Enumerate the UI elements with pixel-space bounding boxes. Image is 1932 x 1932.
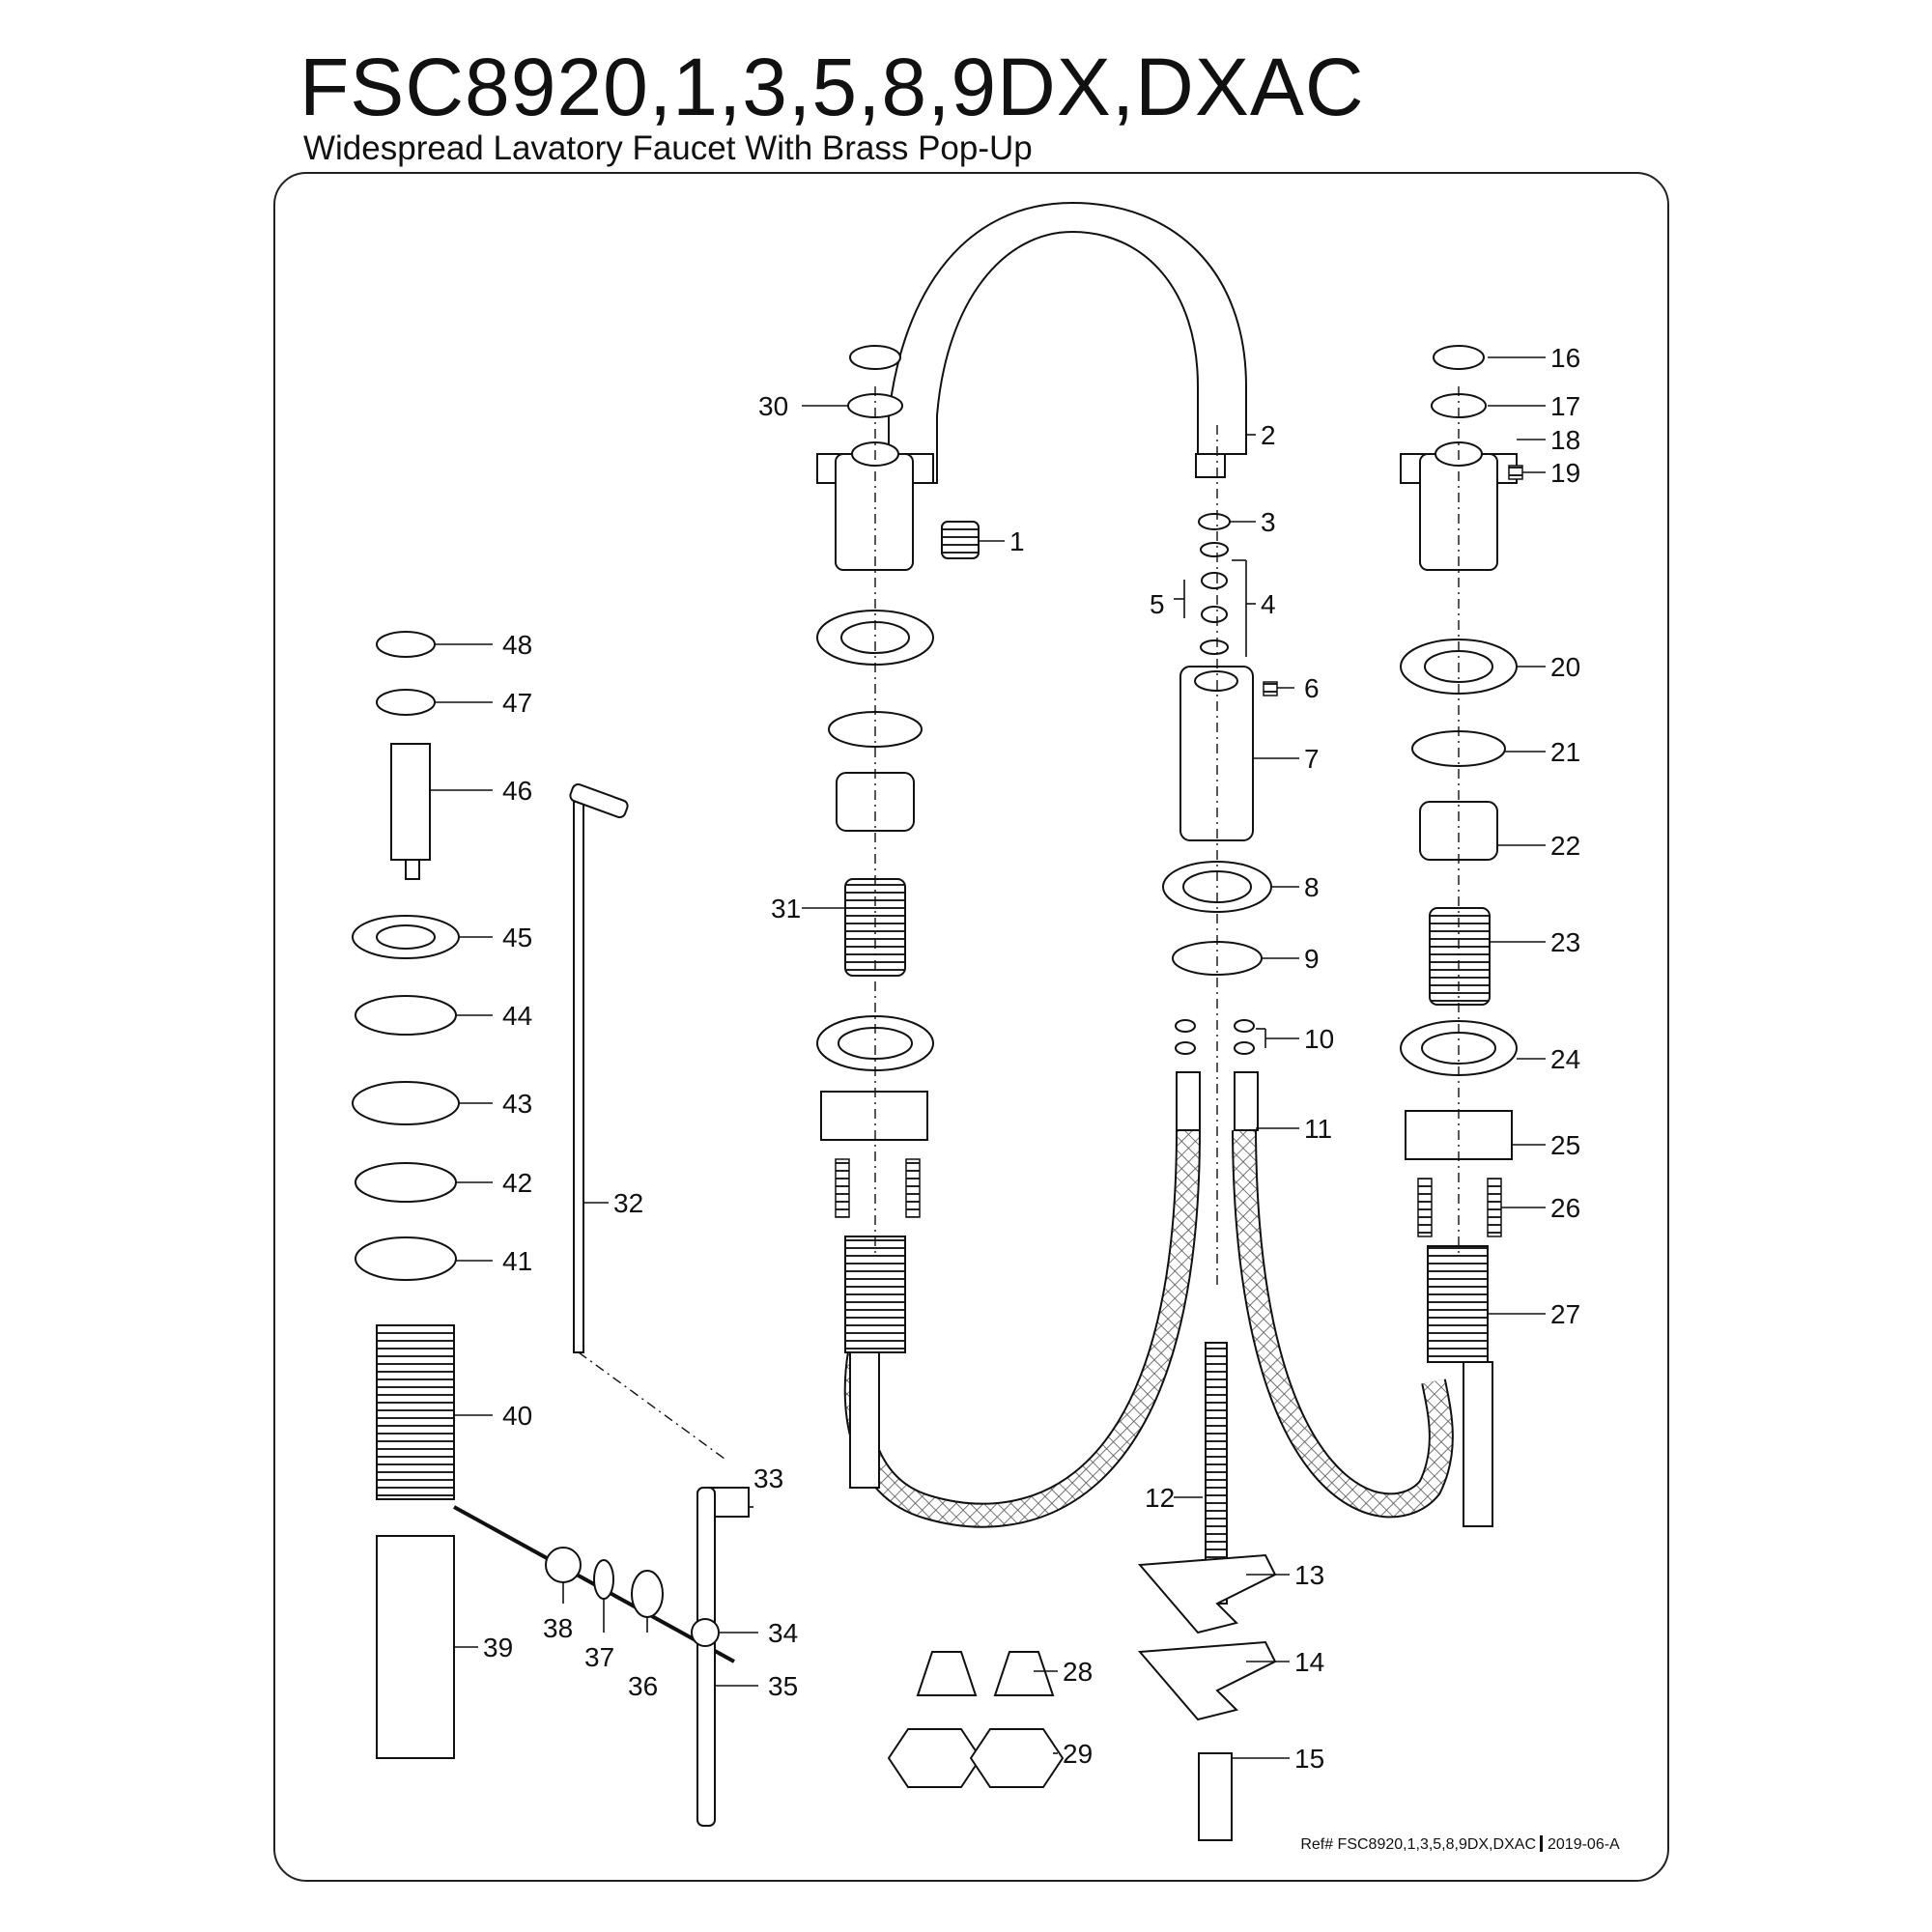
callout-15: 15 [1294, 1744, 1324, 1774]
callout-43: 43 [502, 1089, 532, 1119]
footer-reference: Ref# FSC8920,1,3,5,8,9DX,DXAC 2019-06-A [1300, 1835, 1620, 1853]
lift-rod-part-32 [573, 801, 584, 1353]
bonnet-nut-part-22 [1419, 801, 1498, 861]
o-ring-part-10 [1175, 1019, 1196, 1033]
ferrule-part-28 [916, 1651, 978, 1696]
callout-6: 6 [1304, 673, 1320, 703]
callout-17: 17 [1550, 391, 1580, 421]
callout-19: 19 [1550, 458, 1580, 488]
callout-36: 36 [628, 1671, 658, 1701]
callout-1: 1 [1009, 526, 1025, 556]
callout-39: 39 [483, 1633, 513, 1662]
o-ring-part-3 [1198, 513, 1231, 530]
washer-part-42 [355, 1162, 457, 1203]
callout-46: 46 [502, 776, 532, 806]
spring-clip-part-34 [691, 1618, 720, 1647]
hose-right-part-11 [1232, 1129, 1454, 1519]
callout-18: 18 [1550, 425, 1580, 455]
callout-13: 13 [1294, 1560, 1324, 1590]
popup-drain-assembly [352, 631, 750, 1827]
gasket-part-44 [355, 995, 457, 1036]
callout-4: 4 [1261, 589, 1276, 619]
diagram-subtitle: Widespread Lavatory Faucet With Brass Po… [303, 129, 1033, 167]
callout-23: 23 [1550, 927, 1580, 957]
tailpiece-part-39 [376, 1535, 455, 1759]
callout-44: 44 [502, 1001, 532, 1031]
callout-27: 27 [1550, 1299, 1580, 1329]
valve-body-part-27 [1427, 1245, 1489, 1363]
callout-16: 16 [1550, 343, 1580, 373]
stopper-cap-part-48 [376, 631, 436, 658]
nut-part-41 [355, 1236, 457, 1281]
washer-part-43 [352, 1081, 460, 1125]
callout-34: 34 [768, 1618, 798, 1648]
callout-5: 5 [1150, 589, 1165, 619]
nut-part-36 [631, 1570, 664, 1618]
callout-24: 24 [1550, 1044, 1580, 1074]
callout-26: 26 [1550, 1193, 1580, 1223]
callout-41: 41 [502, 1246, 532, 1276]
callout-33: 33 [753, 1463, 783, 1493]
callout-48: 48 [502, 630, 532, 660]
callout-10: 10 [1304, 1024, 1334, 1054]
ref-date: 2019-06-A [1548, 1836, 1620, 1853]
callout-29: 29 [1063, 1739, 1093, 1769]
right-handle-assembly [1400, 345, 1523, 1527]
callout-28: 28 [1063, 1657, 1093, 1687]
callout-37: 37 [584, 1642, 614, 1672]
callout-8: 8 [1304, 872, 1320, 902]
callout-38: 38 [543, 1613, 573, 1643]
callout-labels: 1 2 3 4 5 6 7 8 9 10 11 12 13 14 15 16 1… [483, 343, 1580, 1774]
stopper-part-46 [390, 743, 431, 861]
callout-7: 7 [1304, 744, 1320, 774]
callout-47: 47 [502, 688, 532, 718]
washer-part-13 [1137, 1553, 1277, 1634]
screw-part-26 [1417, 1178, 1433, 1237]
callout-11: 11 [1304, 1114, 1332, 1144]
ring-part-47 [376, 689, 436, 716]
callout-20: 20 [1550, 652, 1580, 682]
washer-part-37 [593, 1559, 614, 1600]
callout-40: 40 [502, 1401, 532, 1431]
callout-12: 12 [1145, 1483, 1175, 1513]
nut-part-29 [887, 1728, 982, 1788]
ref-number: Ref# FSC8920,1,3,5,8,9DX,DXAC [1300, 1836, 1536, 1853]
left-handle-assembly [816, 345, 934, 1489]
supply-fittings [887, 1651, 1065, 1788]
callout-22: 22 [1550, 831, 1580, 861]
leader-lines [430, 356, 1546, 1759]
spout-part-2 [888, 201, 1247, 484]
diagram-frame [273, 172, 1669, 1882]
set-screw-part-6 [1263, 681, 1278, 696]
callout-42: 42 [502, 1168, 532, 1198]
spout-assembly [843, 201, 1454, 1841]
callout-2: 2 [1261, 420, 1276, 450]
callout-45: 45 [502, 923, 532, 952]
cap-part-16 [1433, 345, 1485, 370]
callout-14: 14 [1294, 1647, 1324, 1677]
washer-part-14 [1137, 1640, 1277, 1721]
callout-31: 31 [771, 894, 801, 923]
strap-part-35 [696, 1487, 716, 1827]
callout-9: 9 [1304, 944, 1320, 974]
callout-32: 32 [613, 1188, 643, 1218]
set-screw-part-19 [1508, 465, 1523, 480]
callout-30: 30 [758, 391, 788, 421]
spout-outlet-part-1 [941, 521, 980, 559]
callout-35: 35 [768, 1671, 798, 1701]
diagram-title: FSC8920,1,3,5,8,9DX,DXAC [299, 42, 1365, 132]
nut-part-15 [1198, 1752, 1233, 1841]
callout-25: 25 [1550, 1130, 1580, 1160]
cartridge-part-23 [1429, 907, 1491, 1006]
drain-body-part-40 [376, 1324, 455, 1500]
callout-21: 21 [1550, 737, 1580, 767]
callout-3: 3 [1261, 507, 1276, 537]
